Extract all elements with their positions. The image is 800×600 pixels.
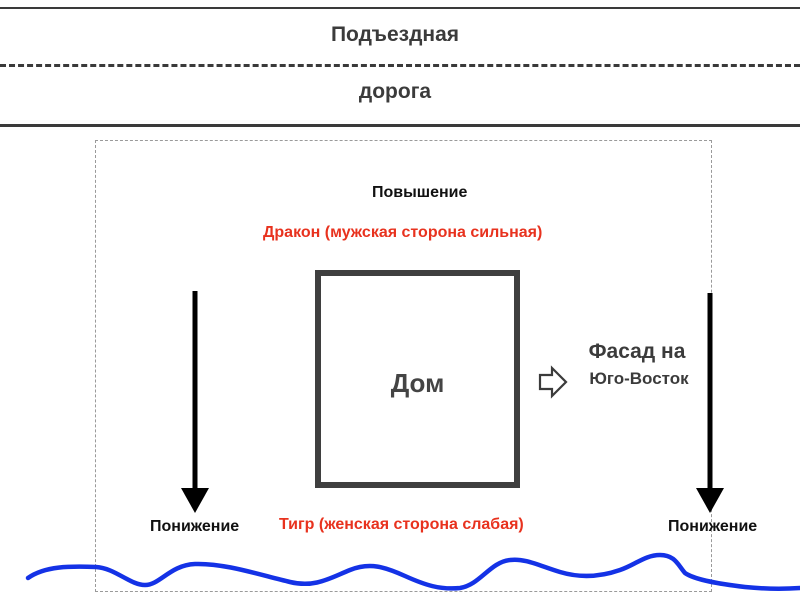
road-label-top: Подъездная [330, 23, 460, 46]
house-outline: Дом [315, 270, 520, 488]
house-label: Дом [390, 368, 445, 398]
descent-right-label: Понижение [668, 518, 758, 535]
facade-title: Фасад на [588, 340, 686, 363]
water-wavy-line [25, 552, 800, 591]
dragon-label: Дракон (мужская сторона сильная) [263, 224, 543, 241]
down-arrow-icon [696, 293, 724, 513]
road-bottom-edge [0, 124, 800, 127]
rise-label: Повышение [372, 184, 468, 201]
road-center-line [0, 64, 800, 67]
facade-direction: Юго-Восток [589, 369, 689, 388]
road-label-bottom: дорога [358, 80, 432, 103]
descent-left-label: Понижение [150, 518, 240, 535]
hollow-right-arrow-icon [538, 365, 568, 399]
down-arrow-icon [181, 291, 209, 513]
road-top-edge [0, 7, 800, 9]
tiger-label: Тигр (женская сторона слабая) [279, 516, 524, 533]
